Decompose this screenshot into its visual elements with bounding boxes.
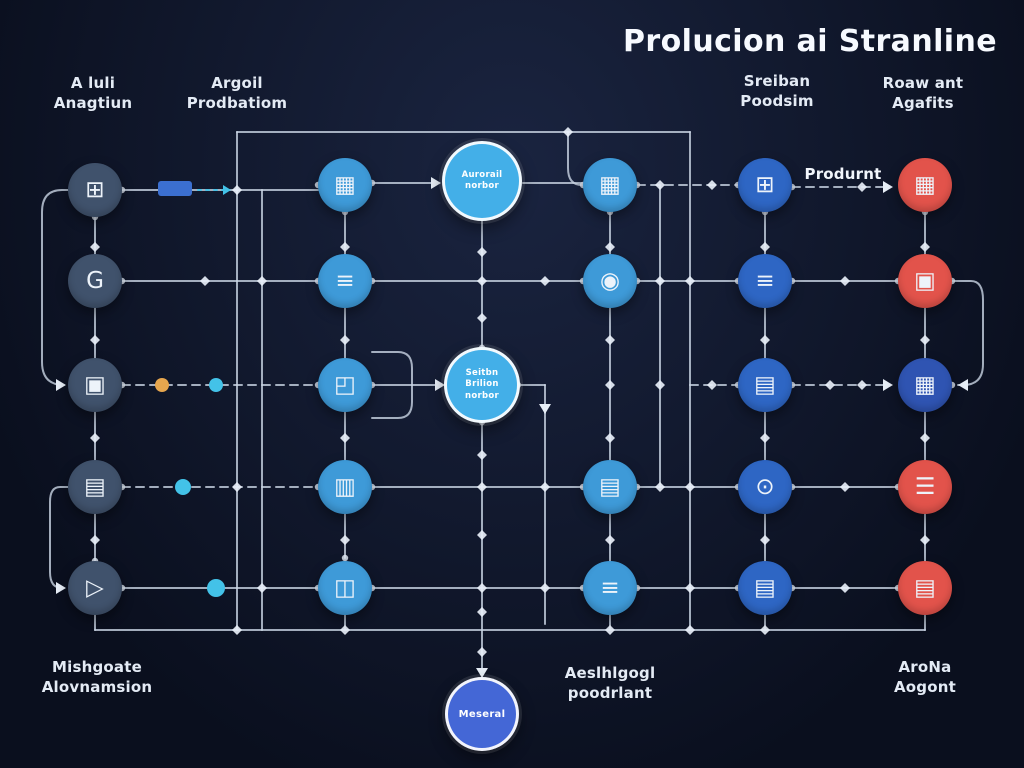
node-disc: ◉ xyxy=(583,254,637,308)
image-icon: ▣ xyxy=(914,267,936,294)
node-printer: ▥ xyxy=(318,460,372,514)
folder-icon: ◰ xyxy=(334,371,356,398)
label-line: Agafits xyxy=(892,93,954,112)
news-icon: ▤ xyxy=(599,473,621,500)
label-line: A luli xyxy=(70,74,116,92)
label-line: Roaw ant xyxy=(882,74,964,92)
node-image: ▣ xyxy=(898,254,952,308)
camera-icon: ⊙ xyxy=(755,473,775,500)
node-news: ▤ xyxy=(583,460,637,514)
node-page: ▤ xyxy=(898,561,952,615)
label-argoil: Argoil Prodbatiom xyxy=(157,74,317,114)
node-building: ▦ xyxy=(583,158,637,212)
node-g-logo: G xyxy=(68,254,122,308)
label-top-left: A luli Anagtiun xyxy=(23,74,163,114)
g-logo-icon: G xyxy=(86,267,104,294)
document-icon: ≡ xyxy=(755,267,775,294)
label-bottom-center: Aeslhlgogl poodrlant xyxy=(530,664,690,704)
tower-icon: ▦ xyxy=(914,371,936,398)
node-tower: ▦ xyxy=(898,358,952,412)
label-line: AroNa xyxy=(898,658,952,676)
node-file: ≡ xyxy=(583,561,637,615)
node-photo: ▷ xyxy=(68,561,122,615)
node-document: ≡ xyxy=(318,254,372,308)
label-bottom-right: AroNa Aogont xyxy=(845,658,1005,698)
page-icon: ▤ xyxy=(914,574,936,601)
node-monitor: ▣ xyxy=(68,358,122,412)
report-icon: ▤ xyxy=(754,574,776,601)
node-camera: ⊙ xyxy=(738,460,792,514)
calculator-icon: ⊞ xyxy=(755,171,775,198)
node-calendar: ▦ xyxy=(898,158,952,212)
node-bank: ▦ xyxy=(318,158,372,212)
label-line: Poodsim xyxy=(740,91,814,110)
node-book: ▤ xyxy=(738,358,792,412)
newspaper-icon: ▤ xyxy=(84,473,106,500)
label-line: Produrnt xyxy=(804,165,882,183)
hub-label: Meseral xyxy=(458,708,506,720)
file-icon: ≡ xyxy=(600,574,620,601)
label-line: Alovnamsion xyxy=(41,677,153,696)
page-title: Prolucion ai Stranline xyxy=(623,24,997,59)
window-icon: ◫ xyxy=(334,574,356,601)
calculator-icon: ⊞ xyxy=(85,176,105,203)
label-line: Aeslhlgogl xyxy=(564,664,656,682)
node-calculator: ⊞ xyxy=(68,163,122,217)
node-window: ◫ xyxy=(318,561,372,615)
label-line: Argoil xyxy=(211,74,263,92)
label-line: Sreiban xyxy=(743,72,811,90)
node-report: ▤ xyxy=(738,561,792,615)
node-folder: ◰ xyxy=(318,358,372,412)
node-list: ☰ xyxy=(898,460,952,514)
bank-icon: ▦ xyxy=(334,171,356,198)
list-icon: ☰ xyxy=(914,473,936,500)
monitor-icon: ▣ xyxy=(84,371,106,398)
document-icon: ≡ xyxy=(335,267,355,294)
disc-icon: ◉ xyxy=(599,267,621,294)
book-icon: ▤ xyxy=(754,371,776,398)
label-line: poodrlant xyxy=(567,683,653,702)
photo-icon: ▷ xyxy=(86,574,104,601)
label-sreiban: Sreiban Poodsim xyxy=(697,72,857,112)
node-newspaper: ▤ xyxy=(68,460,122,514)
label-line: Aogont xyxy=(893,677,956,696)
label-line: Prodbatiom xyxy=(186,93,288,112)
printer-icon: ▥ xyxy=(334,473,356,500)
label-line: Anagtiun xyxy=(53,93,133,112)
calendar-icon: ▦ xyxy=(914,171,936,198)
label-bottom-left: Mishgoate Alovnamsion xyxy=(17,658,177,698)
building-icon: ▦ xyxy=(599,171,621,198)
label-product: Produrnt xyxy=(783,165,903,185)
node-calc-2: ⊞ xyxy=(738,158,792,212)
label-roawant: Roaw ant Agafits xyxy=(843,74,1003,114)
label-line: Mishgoate xyxy=(52,658,142,676)
hub-bottom: Meseral xyxy=(445,677,519,751)
node-doc-2: ≡ xyxy=(738,254,792,308)
